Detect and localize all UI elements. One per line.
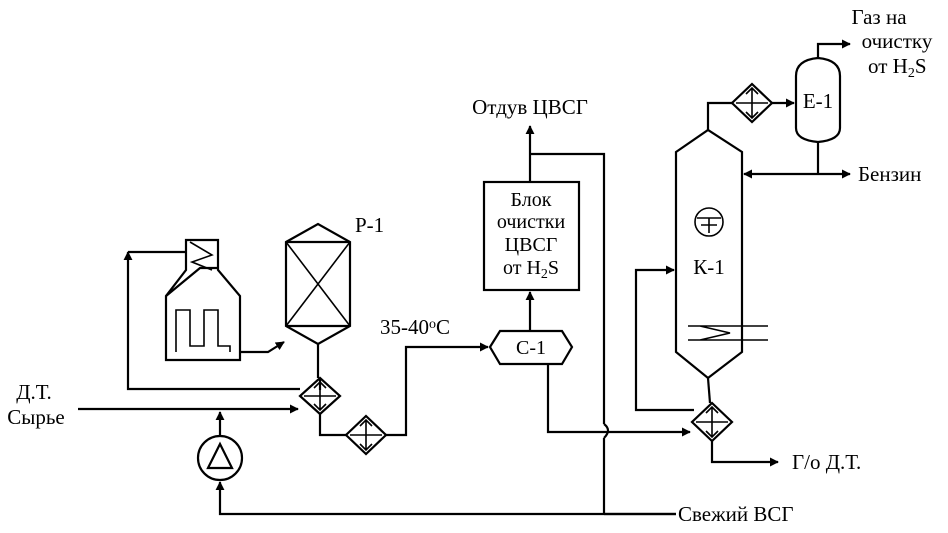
label-purge: Отдув ЦВСГ — [472, 95, 588, 119]
furnace — [164, 238, 242, 362]
label-column: К-1 — [693, 255, 725, 279]
label-vessel: Е-1 — [803, 89, 833, 113]
label-gas-cleaning-1: Газ на — [851, 5, 907, 29]
label-block-4: от H2S — [503, 257, 559, 282]
label-block-3: ЦВСГ — [505, 234, 558, 256]
label-fresh-gas: Свежий ВСГ — [678, 502, 794, 526]
label-reactor: Р-1 — [355, 213, 384, 237]
feed-pump — [196, 434, 244, 482]
bottoms-heat-exchanger — [690, 401, 734, 443]
label-gas-cleaning-2: очистку — [862, 29, 933, 53]
reactor-r1 — [284, 222, 352, 346]
label-gas-cleaning-3: от H2S — [868, 54, 927, 81]
process-lines — [78, 39, 851, 516]
label-block-1: Блок — [511, 189, 552, 211]
heat-exchanger-2 — [344, 414, 388, 456]
label-gasoline: Бензин — [858, 162, 921, 186]
label-temperature: 35-40оС — [380, 315, 450, 339]
label-feed-2: Сырье — [7, 405, 65, 429]
overhead-condenser — [730, 82, 774, 124]
separator-c1 — [488, 329, 574, 366]
column-k1 — [674, 128, 768, 380]
labels: Газ на очистку от H2S Отдув ЦВСГ Бензин … — [7, 5, 933, 526]
vessel-e1 — [794, 56, 842, 144]
label-block-2: очистки — [497, 211, 566, 233]
label-feed-1: Д.Т. — [16, 380, 52, 404]
label-product: Г/о Д.Т. — [792, 450, 861, 474]
h2s-cleaning-block — [482, 180, 581, 292]
label-separator: С-1 — [516, 337, 546, 359]
